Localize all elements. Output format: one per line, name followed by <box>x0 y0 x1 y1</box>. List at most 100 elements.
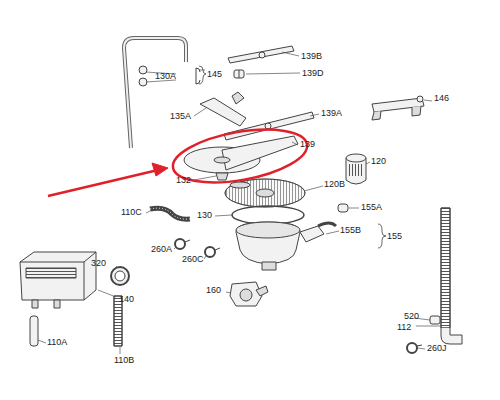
leader-lines-part <box>38 340 46 343</box>
callout-number: 110A <box>47 337 67 347</box>
hose-clamp-part <box>215 248 220 250</box>
lower-spray-arm-part <box>216 173 228 180</box>
small-part <box>338 204 348 212</box>
leader-lines-part <box>282 52 299 56</box>
pump-part <box>256 286 268 296</box>
filter-screen-part <box>230 182 250 188</box>
lower-spray-arm-part <box>222 136 298 170</box>
callout-number: 140 <box>119 294 134 304</box>
leader-lines-part <box>120 347 121 354</box>
supply-frame-part <box>139 78 147 86</box>
hose-clamp-part <box>407 343 417 353</box>
filter-screen-part <box>225 179 305 207</box>
lower-spray-arm-part <box>214 157 230 163</box>
leader-lines-part <box>146 211 150 213</box>
brace <box>199 66 206 84</box>
spray-arm-conduit <box>200 92 246 126</box>
leader-lines-part <box>215 215 232 216</box>
dispenser-part <box>54 300 60 308</box>
brace <box>378 224 386 248</box>
seal-ring <box>232 206 304 224</box>
callout-number: 139D <box>302 68 324 78</box>
spray-arm-nut <box>234 70 244 78</box>
spray-arm-conduit-part <box>232 92 244 104</box>
supply-frame <box>124 38 200 148</box>
callout-number: 155 <box>387 231 402 241</box>
filter-cylinder-part <box>346 154 366 162</box>
leader-lines-part <box>366 162 370 164</box>
bracket-part <box>417 96 423 102</box>
supply-frame-part <box>196 68 197 84</box>
dispenser-part <box>26 268 76 278</box>
sump-part <box>300 226 324 242</box>
callout-number: 110B <box>114 355 134 365</box>
leader-lines-part <box>194 108 206 116</box>
upper-spray-arm-part <box>259 52 265 58</box>
dispenser-part <box>20 252 96 300</box>
sump-part <box>236 222 300 264</box>
hose-clamp-part <box>175 239 185 249</box>
leader-lines-part <box>98 290 116 297</box>
leader-lines-part <box>116 266 118 268</box>
leader-lines-part <box>418 348 425 349</box>
filter-screen-part <box>225 179 305 207</box>
riser-pipe <box>441 208 462 344</box>
dispenser-part <box>32 300 38 308</box>
callout-number: 120 <box>371 156 386 166</box>
filter-screen-part <box>256 189 274 197</box>
pump-part <box>240 289 252 301</box>
callout-number: 135A <box>170 111 191 121</box>
leader-lines-part <box>246 73 300 74</box>
bracket-part <box>372 106 421 120</box>
riser-pipe-part <box>441 328 462 344</box>
leader-lines-part <box>200 70 205 71</box>
bracket <box>372 96 424 120</box>
callout-number: 155A <box>361 202 382 212</box>
sump-part <box>262 262 276 270</box>
small-part-part <box>338 204 348 212</box>
supply-frame-part <box>196 68 200 84</box>
callout-number: 260J <box>427 343 447 353</box>
leader-lines-part <box>424 100 432 101</box>
callout-number: 120B <box>324 179 345 189</box>
hose-clamp-part <box>185 240 190 242</box>
callout-number: 320 <box>91 258 106 268</box>
riser-pipe-part <box>441 208 450 328</box>
leader-lines-part <box>416 326 441 327</box>
sump <box>236 222 336 270</box>
leader-lines-part <box>310 114 319 116</box>
callout-number: 139B <box>301 51 322 61</box>
callout-number: 130 <box>197 210 212 220</box>
callout-number: 112 <box>397 322 411 332</box>
sump-part <box>236 222 300 238</box>
gasket-ring-part <box>115 271 125 281</box>
seal-ring-part <box>232 206 304 224</box>
highlight-arrow-part <box>152 163 168 176</box>
leader-lines-part <box>326 231 339 234</box>
gasket-ring-part <box>111 267 129 285</box>
leader-lines <box>38 52 441 354</box>
callout-number: 155B <box>340 225 361 235</box>
callout-number: 520 <box>404 311 419 321</box>
supply-frame-part <box>124 38 186 148</box>
filter-cylinder <box>346 154 366 184</box>
hose-clamp-part <box>205 247 215 257</box>
highlight-arrow-part <box>48 170 158 196</box>
callout-number: 260A <box>151 244 172 254</box>
highlight-ellipse <box>169 121 311 192</box>
callout-number: 160 <box>206 285 221 295</box>
leader-lines-part <box>194 176 216 180</box>
upper-spray-arm <box>228 46 294 63</box>
leader-lines-part <box>204 256 206 259</box>
callout-number: 132 <box>176 175 191 185</box>
gasket-ring <box>111 267 129 285</box>
supply-frame-part <box>124 38 186 148</box>
leader-lines-part <box>304 186 323 191</box>
pipe-clip <box>430 316 440 324</box>
callout-number: 139 <box>300 139 315 149</box>
tube <box>30 316 38 346</box>
sump-part <box>318 223 336 226</box>
upper-spray-arm-part <box>228 46 294 63</box>
